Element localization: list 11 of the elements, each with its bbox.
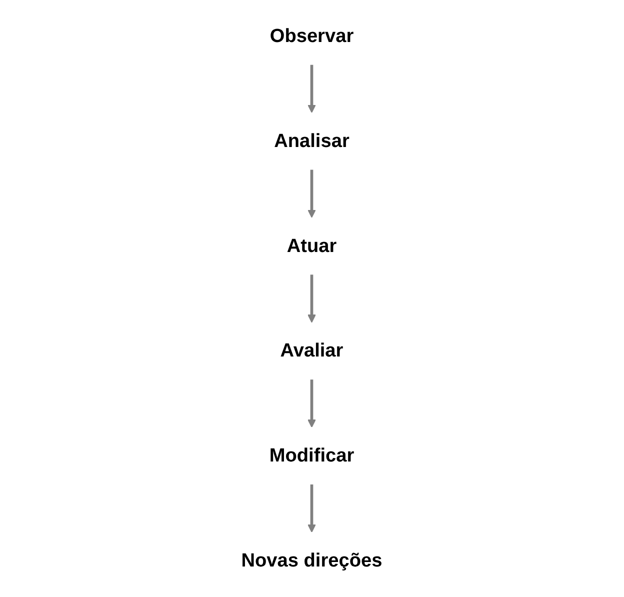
node-text: Analisar: [274, 130, 350, 152]
node-text: Novas direções: [241, 550, 382, 572]
node-text: Avaliar: [280, 340, 344, 362]
node-text: Modificar: [270, 445, 354, 466]
node-text: Observar: [270, 26, 354, 47]
arrow: [308, 484, 316, 533]
arrow: [308, 170, 316, 218]
node-text: Atuar: [287, 236, 337, 257]
arrow: [308, 64, 316, 113]
arrow: [308, 380, 316, 428]
arrow: [308, 274, 316, 323]
